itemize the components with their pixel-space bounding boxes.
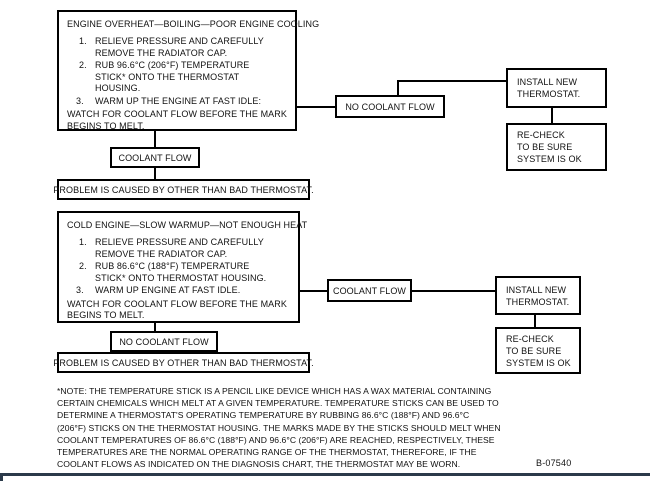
verify-line: RE-CHECK: [517, 130, 565, 140]
symptom-title: ENGINE OVERHEAT—BOILING—POOR ENGINE COOL…: [67, 19, 320, 29]
symptom-step: 3. WARM UP THE ENGINE AT FAST IDLE:: [67, 96, 287, 108]
verify-line: TO BE SURE: [506, 345, 562, 356]
connector-install-to-recheck-cold: [534, 315, 536, 328]
branch-box-coolant-flow-cold: COOLANT FLOW: [327, 279, 412, 302]
branch-label: NO COOLANT FLOW: [345, 101, 435, 112]
verify-box-recheck-cold: RE-CHECK TO BE SURE SYSTEM IS OK: [495, 327, 581, 374]
action-line: THERMOSTAT.: [506, 296, 570, 307]
connector-overheat-to-coolant-flow: [154, 131, 156, 148]
footnote-line: COOLANT FLOWS AS INDICATED ON THE DIAGNO…: [57, 459, 461, 470]
symptom-box-cold-engine: COLD ENGINE—SLOW WARMUP—NOT ENOUGH HEAT …: [57, 211, 308, 323]
symptom-title: COLD ENGINE—SLOW WARMUP—NOT ENOUGH HEAT: [67, 220, 308, 230]
verify-box-recheck-overheat: RE-CHECK TO BE SURE SYSTEM IS OK: [506, 123, 607, 171]
page-bottom-rule: [0, 473, 650, 476]
branch-box-coolant-flow-overheat: COOLANT FLOW: [110, 147, 200, 168]
verify-line: SYSTEM IS OK: [506, 357, 571, 368]
connector-overheat-to-no-flow: [297, 106, 335, 108]
connector-no-flow-riser: [397, 80, 399, 97]
tail-line: BEGINS TO MELT.: [67, 310, 145, 320]
tail-line: BEGINS TO MELT.: [67, 120, 145, 131]
symptom-step: 1. RELIEVE PRESSURE AND CAREFULLY REMOVE…: [67, 36, 287, 59]
symptom-tail: WATCH FOR COOLANT FLOW BEFORE THE MARK B…: [67, 109, 287, 132]
verify-line: RE-CHECK: [506, 333, 554, 344]
step-line: STICK* ONTO THE THERMOSTAT HOUSING.: [95, 71, 240, 94]
tail-line: WATCH FOR COOLANT FLOW BEFORE THE MARK: [67, 298, 287, 309]
action-line: THERMOSTAT.: [517, 89, 581, 99]
footnote-block: *NOTE: THE TEMPERATURE STICK IS A PENCIL…: [57, 385, 617, 470]
step-number: 1.: [79, 36, 87, 46]
conclusion-box-cold: PROBLEM IS CAUSED BY OTHER THAN BAD THER…: [53, 352, 314, 373]
symptom-step-list: 1. RELIEVE PRESSURE AND CAREFULLY REMOVE…: [67, 36, 287, 107]
step-number: 3.: [76, 285, 84, 295]
step-line: RELIEVE PRESSURE AND CAREFULLY: [95, 36, 264, 46]
action-line: INSTALL NEW: [517, 77, 578, 87]
figure-reference: B-07540: [536, 458, 572, 468]
step-line: RUB 96.6°C (206°F) TEMPERATURE: [95, 60, 250, 70]
conclusion-label: PROBLEM IS CAUSED BY OTHER THAN BAD THER…: [53, 184, 314, 195]
step-line: STICK* ONTO THERMOSTAT HOUSING.: [95, 272, 267, 283]
step-line: WARM UP ENGINE AT FAST IDLE.: [95, 285, 241, 295]
step-line: REMOVE THE RADIATOR CAP.: [95, 248, 228, 259]
branch-box-no-coolant-flow-overheat: NO COOLANT FLOW: [335, 95, 445, 118]
step-number: 2.: [79, 261, 87, 271]
symptom-step: 2. RUB 86.6°C (188°F) TEMPERATURE STICK*…: [67, 261, 290, 284]
symptom-step-list: 1. RELIEVE PRESSURE AND CAREFULLY REMOVE…: [67, 237, 290, 297]
footnote-line: DETERMINE A THERMOSTAT'S OPERATING TEMPE…: [57, 410, 470, 421]
branch-label: COOLANT FLOW: [118, 152, 192, 163]
footnote-line: (206°F) STICKS ON THE THERMOSTAT HOUSING…: [57, 422, 501, 433]
verify-line: TO BE SURE: [517, 142, 573, 152]
symptom-tail: WATCH FOR COOLANT FLOW BEFORE THE MARK B…: [67, 299, 290, 322]
step-line: REMOVE THE RADIATOR CAP.: [95, 47, 228, 58]
footnote-line: *NOTE: THE TEMPERATURE STICK IS A PENCIL…: [57, 386, 492, 396]
footnote-line: COOLANT TEMPERATURES OF 86.6°C (188°F) A…: [57, 434, 495, 445]
connector-cold-to-no-coolant-flow: [154, 323, 156, 333]
action-box-install-thermostat-cold: INSTALL NEW THERMOSTAT.: [495, 276, 581, 315]
step-line: RELIEVE PRESSURE AND CAREFULLY: [95, 237, 264, 247]
branch-label: COOLANT FLOW: [332, 285, 407, 296]
connector-install-to-recheck: [551, 108, 553, 124]
footnote-line: TEMPERATURES ARE THE NORMAL OPERATING RA…: [57, 447, 477, 458]
verify-line: SYSTEM IS OK: [517, 154, 582, 164]
symptom-step: 3. WARM UP ENGINE AT FAST IDLE.: [67, 285, 290, 297]
connector-coolant-flow-to-conclusion: [154, 167, 156, 180]
branch-box-no-coolant-flow-cold: NO COOLANT FLOW: [110, 331, 218, 352]
footnote-line: CERTAIN CHEMICALS WHICH MELT AT A GIVEN …: [57, 398, 499, 409]
step-number: 1.: [79, 237, 87, 247]
conclusion-box-overheat: PROBLEM IS CAUSED BY OTHER THAN BAD THER…: [53, 179, 314, 200]
symptom-step: 2. RUB 96.6°C (206°F) TEMPERATURE STICK*…: [67, 60, 287, 95]
step-line: WARM UP THE ENGINE AT FAST IDLE:: [95, 95, 262, 106]
branch-label: NO COOLANT FLOW: [119, 336, 209, 347]
connector-cold-to-coolant-flow: [300, 290, 328, 292]
step-number: 2.: [79, 60, 87, 70]
action-line: INSTALL NEW: [506, 284, 567, 295]
step-number: 3.: [76, 95, 84, 106]
symptom-box-overheat: ENGINE OVERHEAT—BOILING—POOR ENGINE COOL…: [57, 10, 320, 132]
symptom-step: 1. RELIEVE PRESSURE AND CAREFULLY REMOVE…: [67, 237, 290, 260]
conclusion-label: PROBLEM IS CAUSED BY OTHER THAN BAD THER…: [53, 357, 314, 368]
tail-line: WATCH FOR COOLANT FLOW BEFORE THE MARK: [67, 109, 287, 119]
connector-coolant-flow-to-install: [412, 290, 496, 292]
page-left-tick: [0, 473, 3, 481]
step-line: RUB 86.6°C (188°F) TEMPERATURE: [95, 261, 250, 271]
connector-no-flow-to-install: [397, 80, 508, 82]
action-box-install-thermostat-overheat: INSTALL NEW THERMOSTAT.: [506, 68, 607, 108]
